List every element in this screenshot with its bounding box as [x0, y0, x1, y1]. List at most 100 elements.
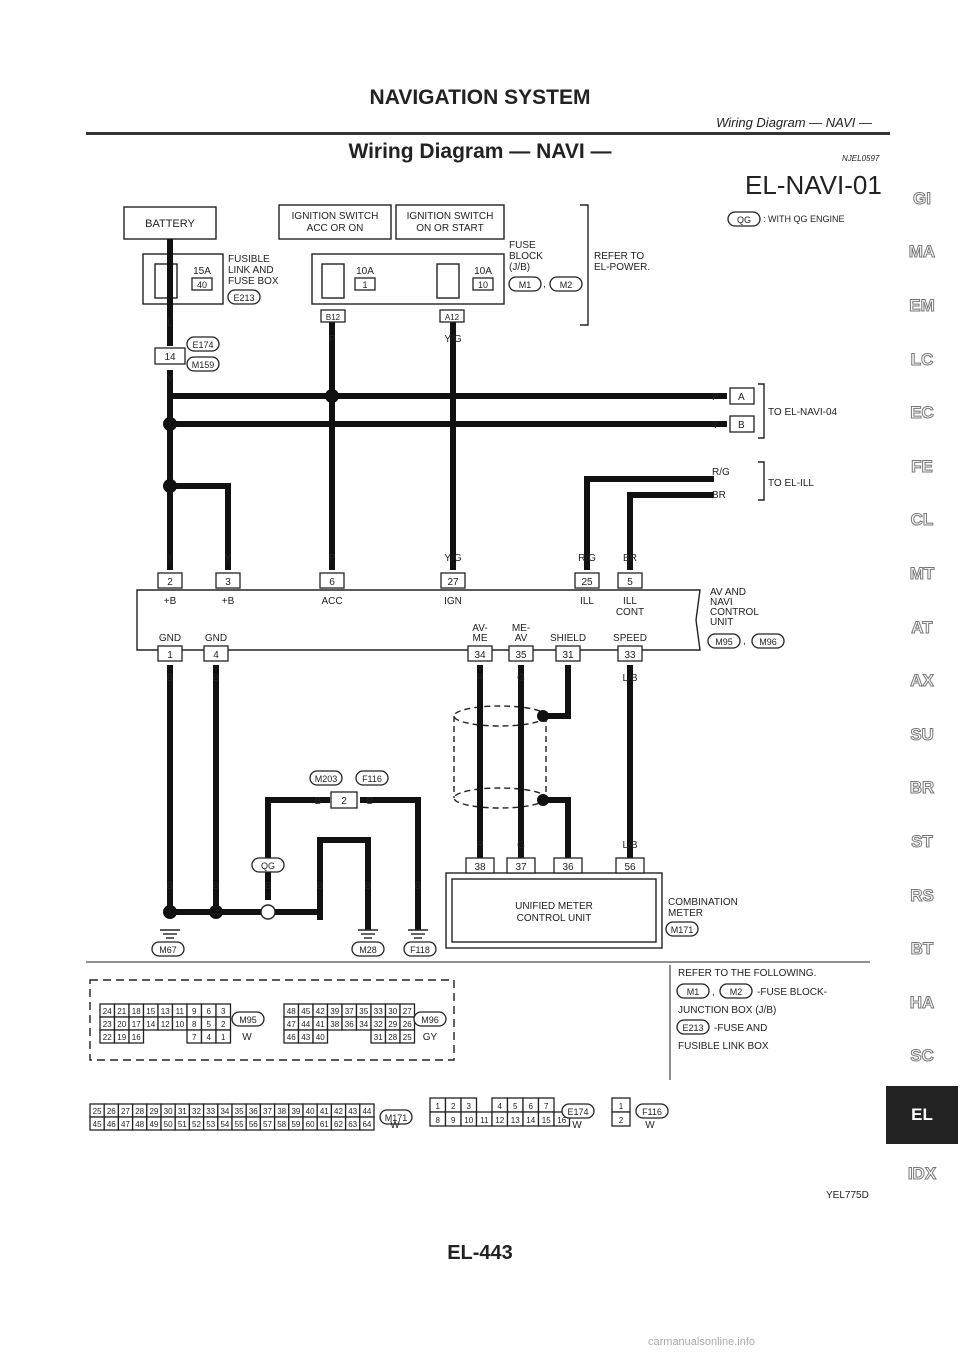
- gnd-f118: [403, 941, 437, 957]
- m171-conn-cell-num: 31: [178, 1107, 187, 1116]
- tab-em[interactable]: EM: [909, 295, 936, 315]
- ref-navi04: TO EL-NAVI-04: [768, 407, 838, 418]
- e174-conn-cell-num: 9: [451, 1116, 456, 1125]
- tab-mt[interactable]: MT: [909, 563, 935, 583]
- e174-conn-cell-num: 4: [498, 1102, 503, 1111]
- unit-top-pin-num: 3: [225, 577, 231, 588]
- m96-conn-cell: [399, 1029, 416, 1044]
- e174-conn-cell-num: 15: [542, 1116, 551, 1125]
- tab-sc[interactable]: SC: [910, 1046, 935, 1066]
- e174-conn-cell-num: 1: [436, 1102, 441, 1111]
- unit-top-pin-label: +B: [164, 596, 177, 607]
- unit-bot-label: AV-: [472, 623, 487, 634]
- ign-on-label2: ON OR START: [416, 223, 483, 234]
- tab-idx[interactable]: IDX: [907, 1163, 937, 1183]
- m96-conn-cell-num: 30: [388, 1007, 397, 1016]
- ign-on-label: IGNITION SWITCH: [407, 211, 494, 222]
- ref-p: P: [712, 392, 719, 403]
- joint-2-num: 2: [341, 796, 347, 807]
- unit-cont: CONT: [616, 607, 644, 618]
- header-subtitle: Wiring Diagram — NAVI —: [716, 115, 872, 130]
- ref-ill: TO EL-ILL: [768, 478, 814, 489]
- tab-ha[interactable]: HA: [909, 992, 935, 1012]
- m95-conn-cell-num: 2: [221, 1020, 226, 1029]
- f116-conn-id: [635, 1103, 669, 1119]
- tab-ax[interactable]: AX: [910, 671, 935, 691]
- m95-conn-cell-num: 23: [103, 1020, 112, 1029]
- tab-fe[interactable]: FE: [911, 456, 934, 476]
- conn-m1-label: M1: [519, 280, 532, 290]
- tab-at[interactable]: AT: [911, 617, 933, 637]
- tab-lc[interactable]: LC: [910, 349, 934, 369]
- m96-conn-cell-num: 31: [374, 1033, 383, 1042]
- gnd-b1: B: [315, 796, 322, 807]
- comma: ,: [543, 279, 546, 290]
- unit-bot-label: GND: [205, 633, 227, 644]
- m171-conn-color: W: [390, 1120, 400, 1131]
- unit-top-pin: [440, 572, 466, 589]
- page-number: EL-443: [447, 1242, 513, 1264]
- f116-conn-color: W: [645, 1120, 655, 1131]
- conn-m159-label: M159: [192, 360, 215, 370]
- tab-st[interactable]: ST: [911, 831, 934, 851]
- m95-conn-cell-num: 11: [176, 1007, 185, 1016]
- m171-conn-cell-num: 48: [135, 1120, 144, 1129]
- unit-bot-pin: [157, 645, 183, 662]
- ref-a-box: [729, 387, 755, 405]
- refer-fuse-link: FUSIBLE LINK BOX: [678, 1041, 769, 1052]
- tab-bt[interactable]: BT: [910, 939, 934, 959]
- wire-y: Y: [167, 374, 174, 385]
- m171-conn-cell-num: 28: [135, 1107, 144, 1116]
- tab-el[interactable]: EL: [886, 1086, 958, 1145]
- fuse-block-label: FUSE: [509, 240, 536, 251]
- tab-ec[interactable]: EC: [910, 403, 935, 423]
- gnd-f118-label: F118: [410, 945, 430, 955]
- fuse2-amp: 10A: [356, 266, 374, 277]
- ref-rg: R/G: [712, 467, 730, 478]
- gnd-wire-b: B: [167, 881, 174, 892]
- m95-conn-cell-num: 13: [161, 1007, 170, 1016]
- fuse-block-label: (J/B): [509, 262, 530, 273]
- e174-conn-id: [561, 1103, 595, 1119]
- ref-b: B: [738, 420, 745, 431]
- tab-ma[interactable]: MA: [908, 242, 936, 262]
- m96-conn-cell-num: 41: [316, 1020, 325, 1029]
- unit-bot-pin-num: 31: [562, 650, 574, 661]
- m171-conn-id-label: M171: [385, 1113, 408, 1123]
- conn-m96-label: M96: [759, 637, 777, 647]
- m171-conn-cell-num: 36: [249, 1107, 258, 1116]
- tab-rs[interactable]: RS: [910, 885, 935, 905]
- tab-su[interactable]: SU: [910, 724, 935, 744]
- refer-m1-label: M1: [687, 987, 700, 997]
- m171-conn-cell-num: 37: [263, 1107, 272, 1116]
- unit-bot-wire: B: [167, 673, 174, 684]
- f116-conn-id-label: F116: [642, 1107, 662, 1117]
- refer-e213: [676, 1019, 710, 1035]
- tab-gi[interactable]: GI: [913, 188, 932, 208]
- unit-bot-pin-num: 1: [167, 650, 173, 661]
- conn-f116: [355, 770, 389, 786]
- m171-conn-cell-num: 47: [121, 1120, 130, 1129]
- unit-top-pin: [574, 572, 600, 589]
- qg-tag-label: QG: [737, 215, 751, 225]
- m171-conn-cell-num: 30: [164, 1107, 173, 1116]
- m95-conn-cell: [128, 1029, 145, 1044]
- gnd-wire-b: B: [265, 881, 272, 892]
- wire-l: L: [167, 318, 173, 329]
- unit-bot-label2: ME: [473, 633, 488, 644]
- wire-p: P: [329, 334, 336, 345]
- unit-top-pin: [215, 572, 241, 589]
- m96-conn-id-label: M96: [421, 1015, 439, 1025]
- e174-conn-cell-num: 8: [436, 1116, 441, 1125]
- unit-top-pin-label: +B: [222, 596, 235, 607]
- tab-br[interactable]: BR: [909, 778, 935, 798]
- unit-bot-label: GND: [159, 633, 181, 644]
- unit-top-wire: Y: [225, 553, 232, 564]
- tab-cl[interactable]: CL: [910, 510, 934, 530]
- m95-conn-cell-num: 17: [132, 1020, 141, 1029]
- diagram-id: EL-NAVI-01: [745, 170, 882, 200]
- conn-f116-label: F116: [362, 774, 382, 784]
- m171-conn-cell-num: 41: [320, 1107, 329, 1116]
- m95-conn-cell: [215, 1029, 232, 1044]
- refer-fuse-and: -FUSE AND: [714, 1023, 767, 1034]
